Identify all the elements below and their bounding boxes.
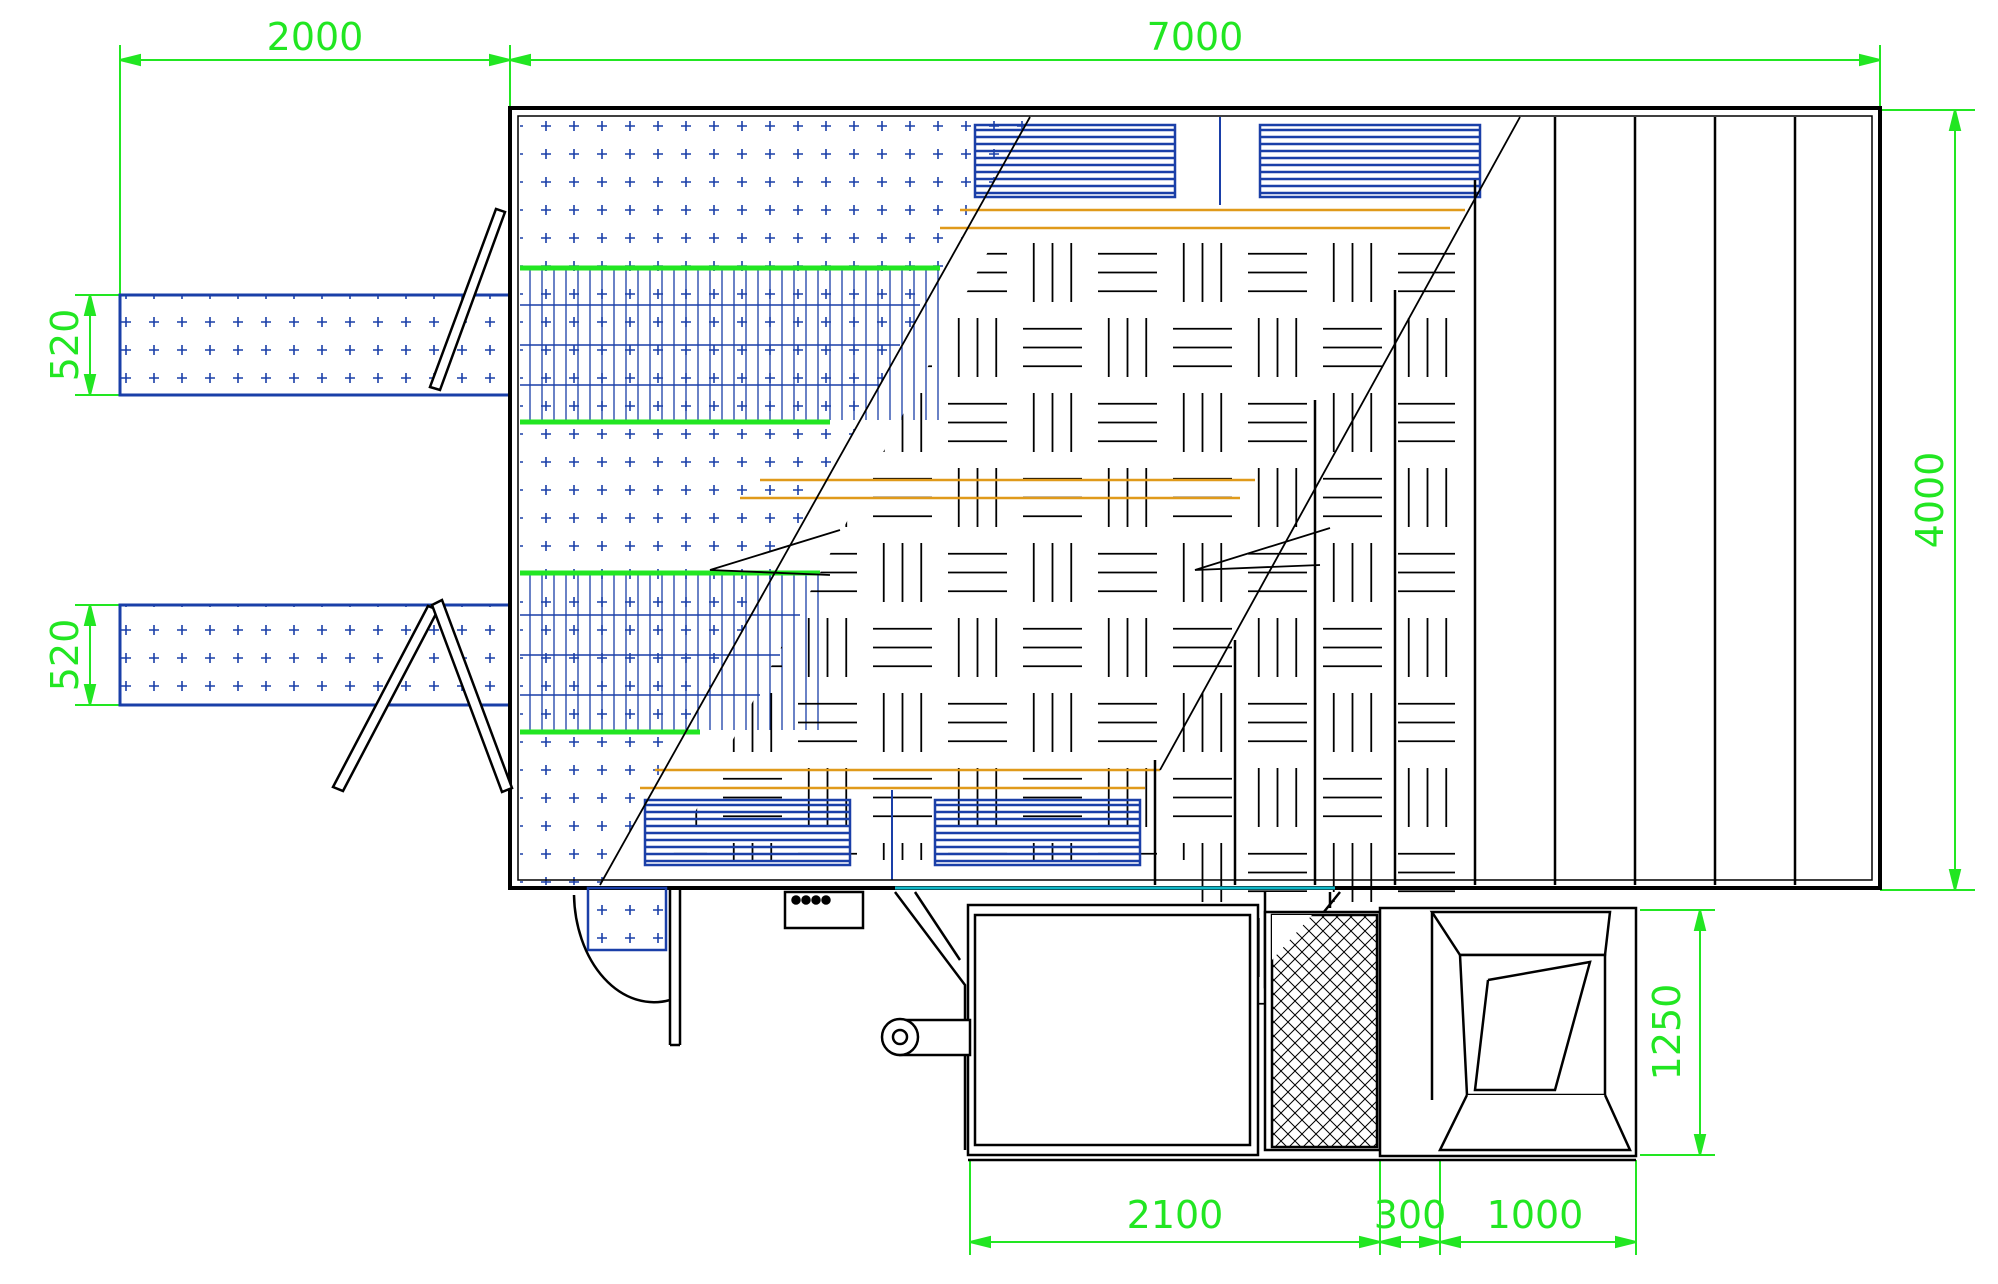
stripe-block-bottom (643, 790, 1142, 880)
dim-bottom-width-b: 300 (1374, 1193, 1447, 1237)
dim-top-main-width: 7000 (1147, 15, 1244, 59)
dim-left-lower-height: 520 (43, 619, 87, 692)
dim-bottom-width-a: 2100 (1127, 1193, 1224, 1237)
stripe-block-top (973, 117, 1482, 205)
wall-panels (1153, 117, 1797, 885)
entry-door (572, 886, 682, 1047)
heating-unit (880, 886, 1638, 1162)
dim-unit-height: 1250 (1645, 984, 1689, 1081)
control-box (783, 890, 865, 930)
dim-bottom-width-c: 1000 (1487, 1193, 1584, 1237)
dim-top-left-width: 2000 (267, 15, 364, 59)
orange-beams (640, 208, 1465, 790)
dimension-lines (75, 45, 1975, 1255)
side-doors (331, 207, 514, 794)
dim-right-height: 4000 (1908, 452, 1952, 549)
dim-left-upper-height: 520 (43, 309, 87, 382)
booth-body (508, 106, 1882, 1012)
